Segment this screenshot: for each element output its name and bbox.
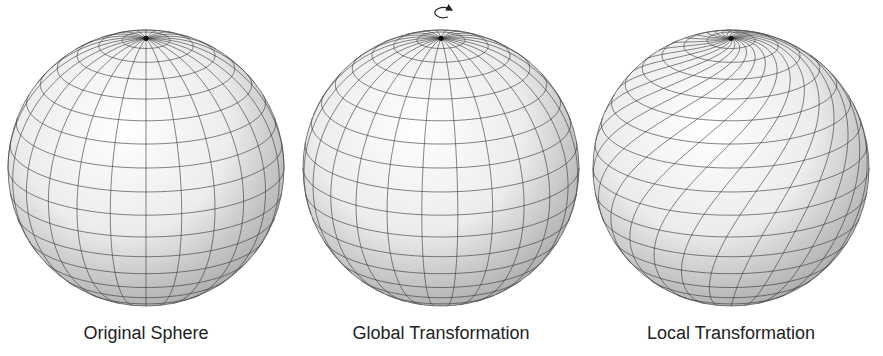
caption-label: Local Transformation (647, 323, 815, 344)
sphere (8, 30, 284, 306)
meridian-line (146, 36, 216, 49)
meridian-line (441, 38, 568, 275)
meridian-line (146, 38, 182, 305)
parallel-line (305, 142, 577, 191)
parallel-line (651, 281, 811, 298)
meridian-line (331, 38, 441, 293)
sphere-shading (593, 30, 869, 306)
meridian-line (387, 38, 441, 304)
parallel-line (394, 30, 488, 62)
parallel-line (324, 241, 558, 273)
parallel-line (625, 74, 836, 121)
meridian-line (77, 38, 146, 303)
rotation-arrow (435, 8, 450, 18)
caption-label: Original Sphere (83, 323, 208, 344)
meridian-line (441, 38, 458, 306)
meridian-line (146, 38, 255, 83)
meridian-line (441, 38, 578, 220)
meridian-line (441, 38, 524, 301)
parallel-line (322, 95, 561, 144)
pole-dot (438, 36, 443, 41)
meridian-line (631, 38, 731, 73)
sphere-shading (8, 30, 284, 306)
meridian-line (146, 38, 284, 168)
meridian-line (356, 38, 441, 301)
parallel-line (387, 295, 494, 304)
meridian-line (146, 38, 147, 306)
parallel-line (372, 41, 510, 79)
meridian-line (709, 37, 804, 306)
meridian-line (645, 38, 731, 60)
sphere-outline (303, 30, 579, 306)
meridian-line (727, 30, 867, 285)
meridian-line (110, 38, 146, 305)
meridian-line (441, 37, 530, 63)
caption-label: Global Transformation (352, 323, 529, 344)
meridian-line (630, 38, 765, 288)
sphere-outline (593, 30, 869, 306)
meridian-line (146, 38, 266, 286)
meridian-line (48, 38, 146, 298)
sphere-shading (303, 30, 579, 306)
meridian-line (730, 31, 860, 298)
parallel-line (707, 32, 755, 48)
meridian-line (37, 38, 146, 83)
parallel-line (611, 95, 850, 144)
parallel-line (335, 74, 546, 121)
meridian-line (422, 38, 441, 306)
meridian-line (441, 33, 477, 38)
parallel-line (602, 218, 859, 256)
meridian-line (13, 38, 146, 253)
meridian-line (313, 38, 441, 273)
pole-dot (728, 36, 733, 41)
parallel-line (593, 168, 869, 215)
meridian-line (146, 32, 173, 38)
sphere-outline (8, 30, 284, 306)
meridian-line (596, 38, 735, 141)
sphere (303, 30, 579, 306)
meridian-line (146, 38, 215, 303)
meridian-line (731, 35, 819, 306)
meridian-line (617, 38, 731, 90)
meridian-line (8, 38, 146, 168)
parallel-line (311, 118, 570, 168)
meridian-line (697, 34, 731, 38)
meridian-line (599, 38, 747, 222)
meridian-line (146, 38, 279, 253)
meridian-line (146, 38, 244, 298)
meridian-line (611, 38, 755, 263)
meridian-line (682, 38, 791, 304)
meridian-line (685, 38, 731, 39)
meridian-line (605, 38, 732, 112)
sphere (593, 30, 869, 306)
meridian-line (441, 38, 571, 121)
meridian-line (26, 38, 146, 286)
parallel-line (312, 218, 569, 256)
parallel-line (340, 262, 541, 287)
parallel-line (303, 168, 579, 215)
meridian-line (731, 34, 834, 306)
pole-dot (143, 36, 148, 41)
